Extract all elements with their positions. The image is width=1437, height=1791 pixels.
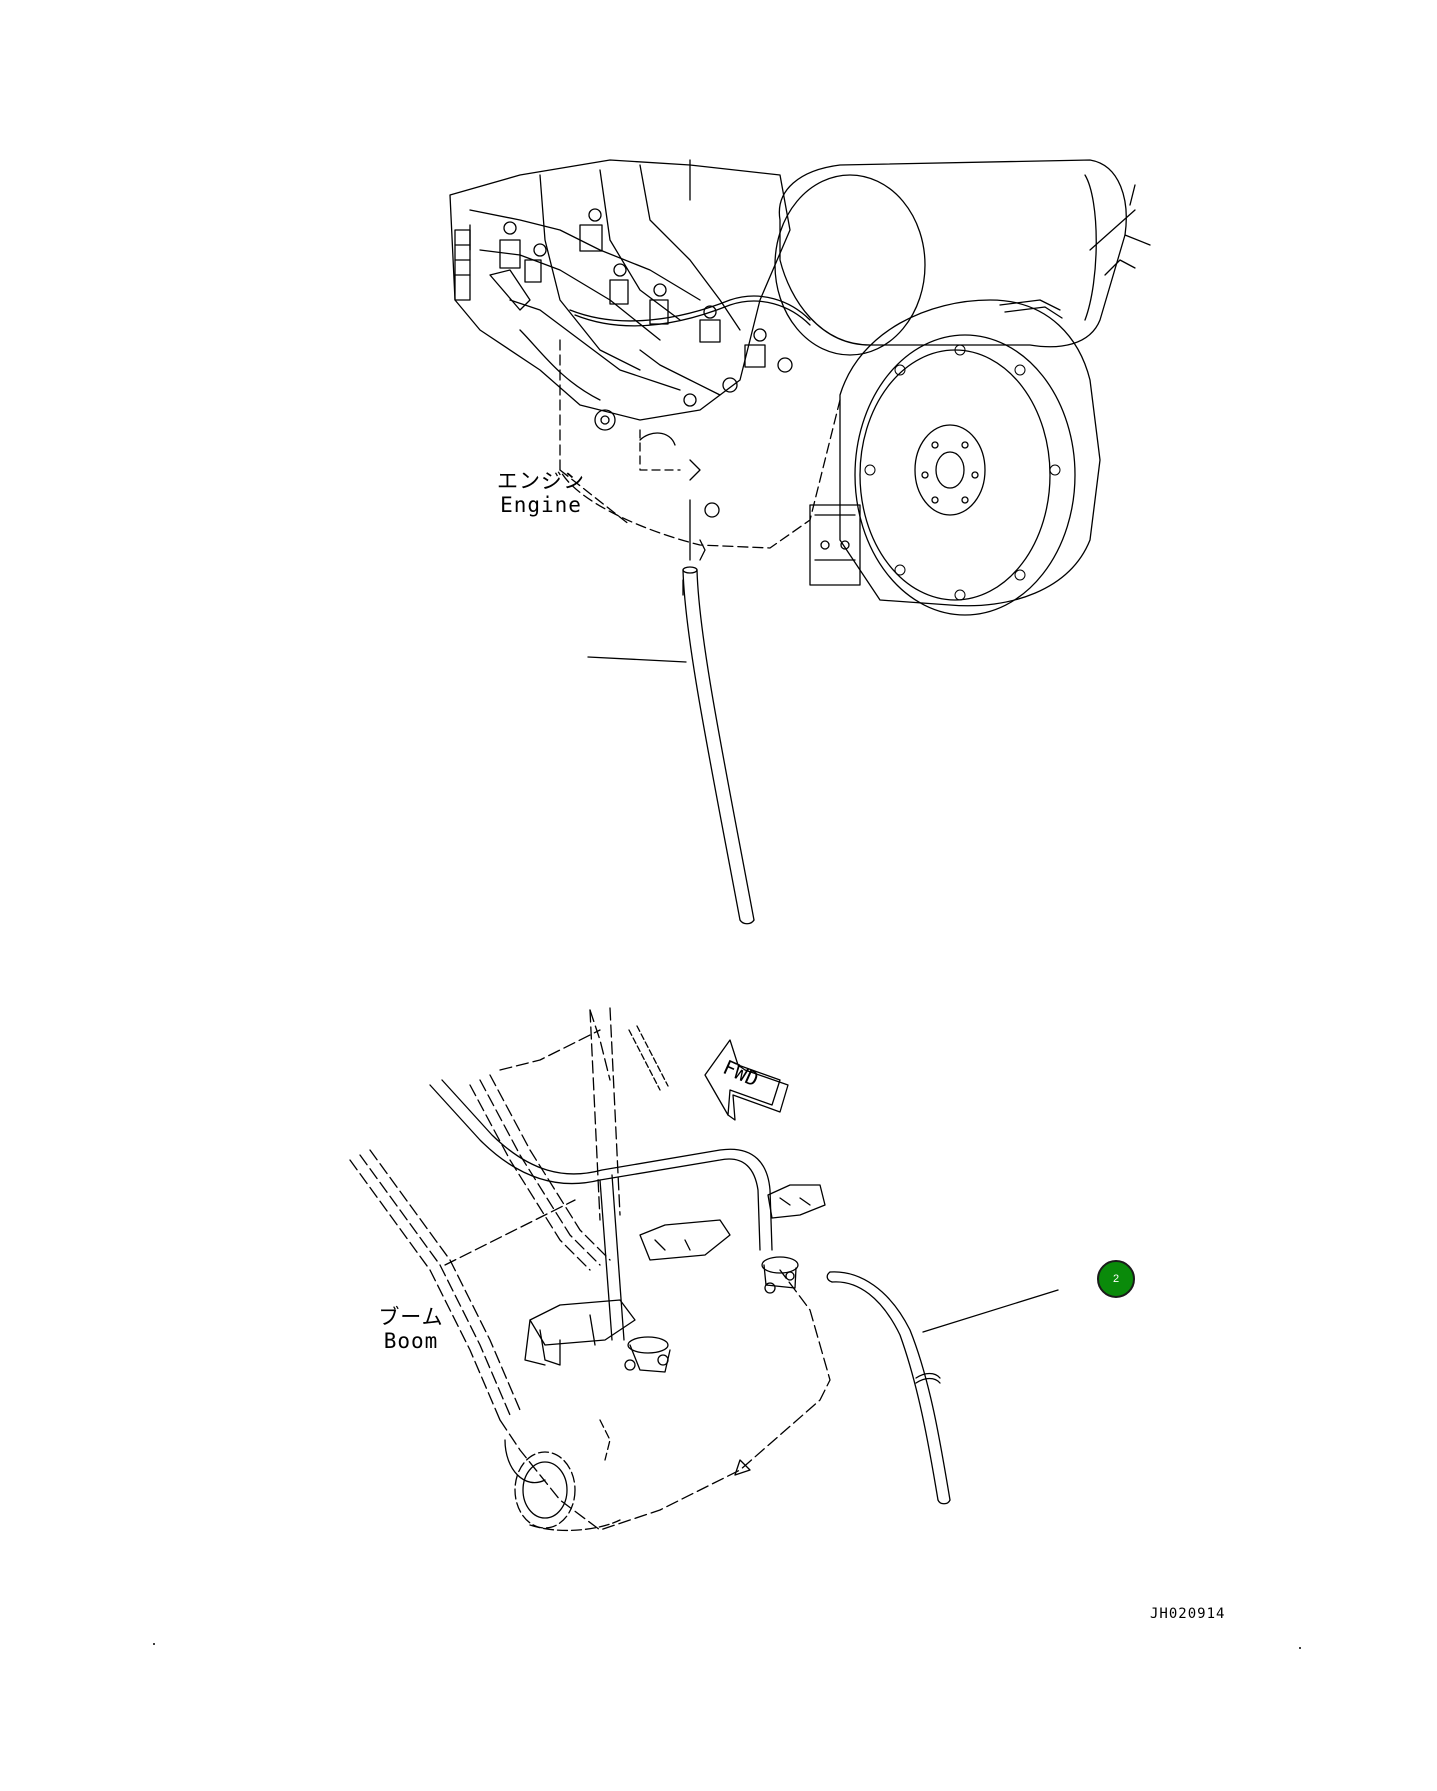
engine-hose-leader xyxy=(587,656,687,663)
boom-label-japanese: ブーム xyxy=(378,1305,444,1329)
fwd-label: FWD xyxy=(719,1055,762,1092)
fwd-arrow xyxy=(704,1039,781,1116)
boom-hose-leader xyxy=(922,1289,1059,1333)
drawing-number: JH020914 xyxy=(1150,1606,1226,1622)
boom-label-english: Boom xyxy=(383,1329,439,1353)
engine-drain-hose xyxy=(682,566,755,925)
boom-drain-hose xyxy=(826,1271,951,1505)
boom-illustration xyxy=(349,1007,831,1532)
part-callout-2[interactable]: 2 xyxy=(1097,1260,1135,1298)
engine-label-japanese: エンジン xyxy=(497,469,585,493)
engine-illustration xyxy=(449,159,1151,616)
engine-label-english: Engine xyxy=(500,493,582,517)
